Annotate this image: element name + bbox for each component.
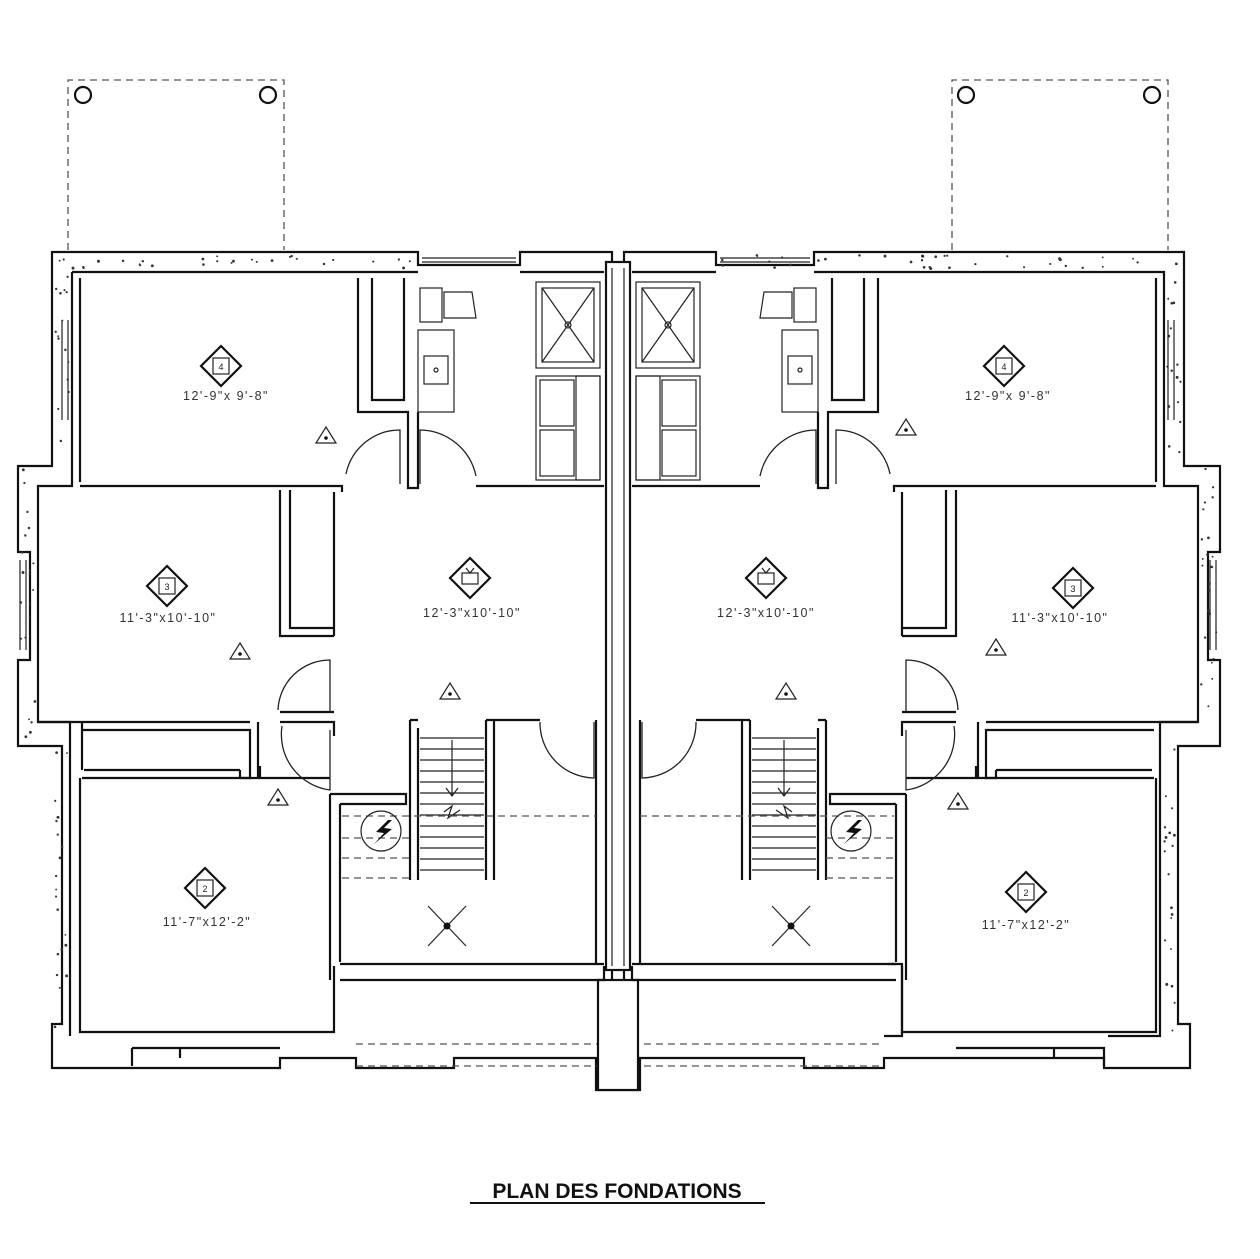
triangle-detector-icon xyxy=(266,787,290,806)
detectors xyxy=(228,417,1008,810)
room-number: 2 xyxy=(202,884,207,894)
room-number: 4 xyxy=(1001,362,1006,372)
right-doors xyxy=(641,429,959,791)
landing-dashes xyxy=(342,815,894,879)
diamond-room-tag-icon xyxy=(199,344,243,388)
left-unit-walls xyxy=(38,278,606,982)
post-icon xyxy=(73,85,93,105)
room-tag-left-bedroom-4: 4 12'-9"x 9'-8" xyxy=(183,344,269,403)
room-tag-left-bedroom-2: 2 11'-7"x12'-2" xyxy=(163,866,252,929)
diamond-room-tag-icon xyxy=(1004,870,1048,914)
windows xyxy=(19,257,1217,650)
room-tag-right-family: 12'-3"x10'-10" xyxy=(717,556,815,620)
tv-icon xyxy=(461,572,479,585)
room-tag-left-family: 12'-3"x10'-10" xyxy=(423,556,521,620)
diamond-room-tag-icon xyxy=(1051,566,1095,610)
room-tag-right-bedroom-2: 2 11'-7"x12'-2" xyxy=(982,870,1071,932)
drawing-title: PLAN DES FONDATIONS xyxy=(492,1180,741,1203)
triangle-detector-icon xyxy=(314,425,338,444)
room-dimensions: 11'-7"x12'-2" xyxy=(982,918,1071,932)
room-dimensions: 11'-3"x10'-10" xyxy=(1012,611,1109,625)
diamond-room-tag-icon xyxy=(982,344,1026,388)
diamond-room-tag-icon xyxy=(448,556,492,600)
left-bath-fixtures xyxy=(417,281,601,481)
shower-icon xyxy=(535,281,601,369)
tv-icon xyxy=(757,572,775,585)
right-deck xyxy=(951,79,1169,250)
right-unit-walls xyxy=(630,278,1198,982)
lightning-panel-icon xyxy=(830,810,872,852)
party-wall xyxy=(596,260,640,1092)
room-number: 4 xyxy=(218,362,223,372)
lightning-panel-icon xyxy=(360,810,402,852)
left-deck xyxy=(67,79,285,250)
drawing-title-block: PLAN DES FONDATIONS xyxy=(470,1180,765,1204)
x-light-fixture-icon xyxy=(427,905,467,947)
post-icon xyxy=(258,85,278,105)
right-bath-fixtures xyxy=(635,281,819,481)
room-tag-right-bedroom-4: 4 12'-9"x 9'-8" xyxy=(965,344,1051,403)
room-dimensions: 11'-7"x12'-2" xyxy=(163,915,252,929)
room-dimensions: 12'-9"x 9'-8" xyxy=(183,389,269,403)
room-labels: 4 12'-9"x 9'-8" 3 11'-3"x10'-10" 12'-3"x10'-… xyxy=(120,344,1109,932)
room-tag-left-bedroom-3: 3 11'-3"x10'-10" xyxy=(120,564,217,625)
triangle-detector-icon xyxy=(984,637,1008,656)
triangle-detector-icon xyxy=(438,681,462,700)
toilet-icon xyxy=(419,287,477,323)
room-number: 3 xyxy=(1070,584,1075,594)
sink-icon xyxy=(417,329,455,413)
right-stairs xyxy=(752,737,816,871)
diamond-room-tag-icon xyxy=(744,556,788,600)
left-doors xyxy=(277,429,595,791)
triangle-detector-icon xyxy=(228,641,252,660)
post-icon xyxy=(956,85,976,105)
x-light-fixture-icon xyxy=(771,905,811,947)
room-dimensions: 12'-3"x10'-10" xyxy=(423,606,521,620)
diamond-room-tag-icon xyxy=(145,564,189,608)
triangle-detector-icon xyxy=(946,791,970,810)
left-stairs xyxy=(420,737,484,871)
diamond-room-tag-icon xyxy=(183,866,227,910)
triangle-detector-icon xyxy=(774,681,798,700)
room-dimensions: 12'-3"x10'-10" xyxy=(717,606,815,620)
room-dimensions: 12'-9"x 9'-8" xyxy=(965,389,1051,403)
room-number: 2 xyxy=(1023,888,1028,898)
laundry-icon xyxy=(535,375,601,481)
post-icon xyxy=(1142,85,1162,105)
room-number: 3 xyxy=(164,582,169,592)
room-tag-right-bedroom-3: 3 11'-3"x10'-10" xyxy=(1012,566,1109,625)
room-dimensions: 11'-3"x10'-10" xyxy=(120,611,217,625)
exterior-foundation-wall xyxy=(16,250,1222,1092)
triangle-detector-icon xyxy=(894,417,918,436)
